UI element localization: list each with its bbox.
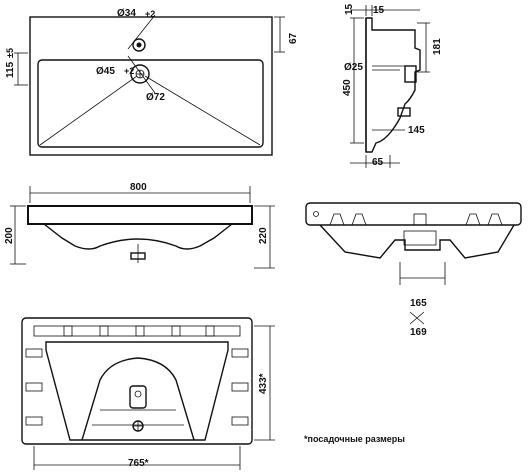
- top-bowl: [37, 59, 264, 148]
- bowl-slope-left: [39, 75, 138, 146]
- bowl-slope-right: [144, 75, 261, 146]
- side-top-left-label: 15: [344, 3, 355, 15]
- drain-hole-tol: +2: [124, 66, 134, 76]
- back-view: 165 169: [305, 202, 522, 338]
- bottom-width-label: 765*: [128, 458, 149, 469]
- drain-hole: [130, 64, 150, 84]
- side-depth-label: 65: [372, 157, 384, 168]
- side-profile: [365, 17, 421, 153]
- front-right-height-label: 220: [258, 227, 269, 244]
- front-left-height-label: 200: [4, 227, 15, 244]
- front-bowl: [43, 223, 233, 250]
- fitting-size-note: *посадочные размеры: [304, 434, 405, 444]
- side-overflow: [404, 65, 417, 83]
- tap-hole-center: [136, 42, 142, 48]
- side-outlet: [397, 107, 411, 117]
- back-rim: [305, 202, 522, 226]
- right-offset-label: 67: [288, 32, 299, 44]
- bottom-inner: [81, 357, 195, 441]
- side-view: 15 15 Ø25 450 181 145 65: [342, 3, 443, 168]
- top-outline: [29, 16, 273, 156]
- back-top-label: 165: [410, 298, 427, 309]
- side-pipe-label: Ø25: [344, 62, 363, 73]
- front-rim: [27, 205, 253, 225]
- tap-hole: [132, 38, 146, 52]
- side-outlet-label: 145: [408, 125, 425, 136]
- bottom-view: 765* 433*: [21, 317, 275, 470]
- bottom-outline: [21, 317, 253, 445]
- tap-hole-tol: +2: [145, 9, 155, 19]
- bottom-drain: [129, 385, 147, 409]
- drain-hole-label: Ø45: [96, 66, 115, 77]
- left-height-tol: ±5: [5, 48, 15, 58]
- top-view: Ø34 +2 Ø45 +2 Ø72 115 ±5 67: [5, 8, 299, 156]
- side-top-right-label: 15: [373, 5, 385, 16]
- bottom-height-label: 433*: [258, 373, 269, 394]
- front-width-label: 800: [130, 182, 147, 193]
- bottom-bowl: [45, 341, 229, 441]
- back-bottom-label: 169: [410, 327, 427, 338]
- tap-hole-label: Ø34: [117, 8, 136, 19]
- front-view: 800 200 220: [4, 182, 275, 269]
- front-drain: [130, 252, 146, 260]
- drain-outer-label: Ø72: [146, 92, 165, 103]
- side-height-label: 450: [342, 79, 353, 96]
- left-height-label: 115: [5, 61, 16, 78]
- side-upper-label: 181: [432, 38, 443, 55]
- back-bowl: [319, 224, 515, 259]
